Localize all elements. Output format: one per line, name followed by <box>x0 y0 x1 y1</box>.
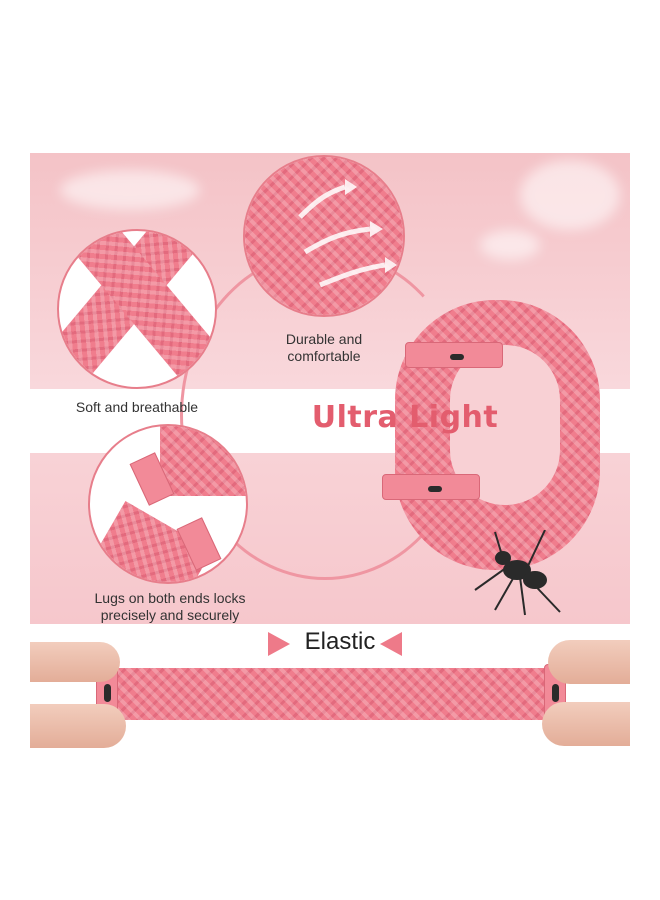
lug-button <box>428 486 442 492</box>
lug-button <box>104 684 111 702</box>
headline-ultra-light: Ultra Light <box>311 400 499 435</box>
left-finger <box>30 642 120 682</box>
lug-button <box>552 684 559 702</box>
cloud <box>520 160 620 230</box>
feature-circle-lugs <box>88 424 248 584</box>
caption-soft: Soft and breathable <box>75 399 199 415</box>
caption-lugs-2: precisely and securely <box>100 607 240 623</box>
stretched-band <box>100 668 560 720</box>
arrow-right-icon <box>268 632 290 656</box>
left-thumb <box>30 704 126 748</box>
right-finger <box>548 640 630 684</box>
cloud <box>480 230 540 260</box>
caption-durable-1: Durable and <box>285 331 363 347</box>
feature-circle-durable <box>243 155 405 317</box>
arrow-left-icon <box>380 632 402 656</box>
lug-button <box>450 354 464 360</box>
braid-closeup <box>245 157 403 315</box>
elastic-label: Elastic <box>304 628 376 655</box>
braided-strap <box>160 426 246 496</box>
caption-durable-2: comfortable <box>287 348 361 364</box>
right-thumb <box>542 702 630 746</box>
cloud <box>60 170 200 210</box>
feature-circle-soft <box>57 229 217 389</box>
caption-lugs-1: Lugs on both ends locks <box>94 590 246 606</box>
stretch-arrows-icon <box>298 179 397 288</box>
ant-icon <box>474 530 561 616</box>
